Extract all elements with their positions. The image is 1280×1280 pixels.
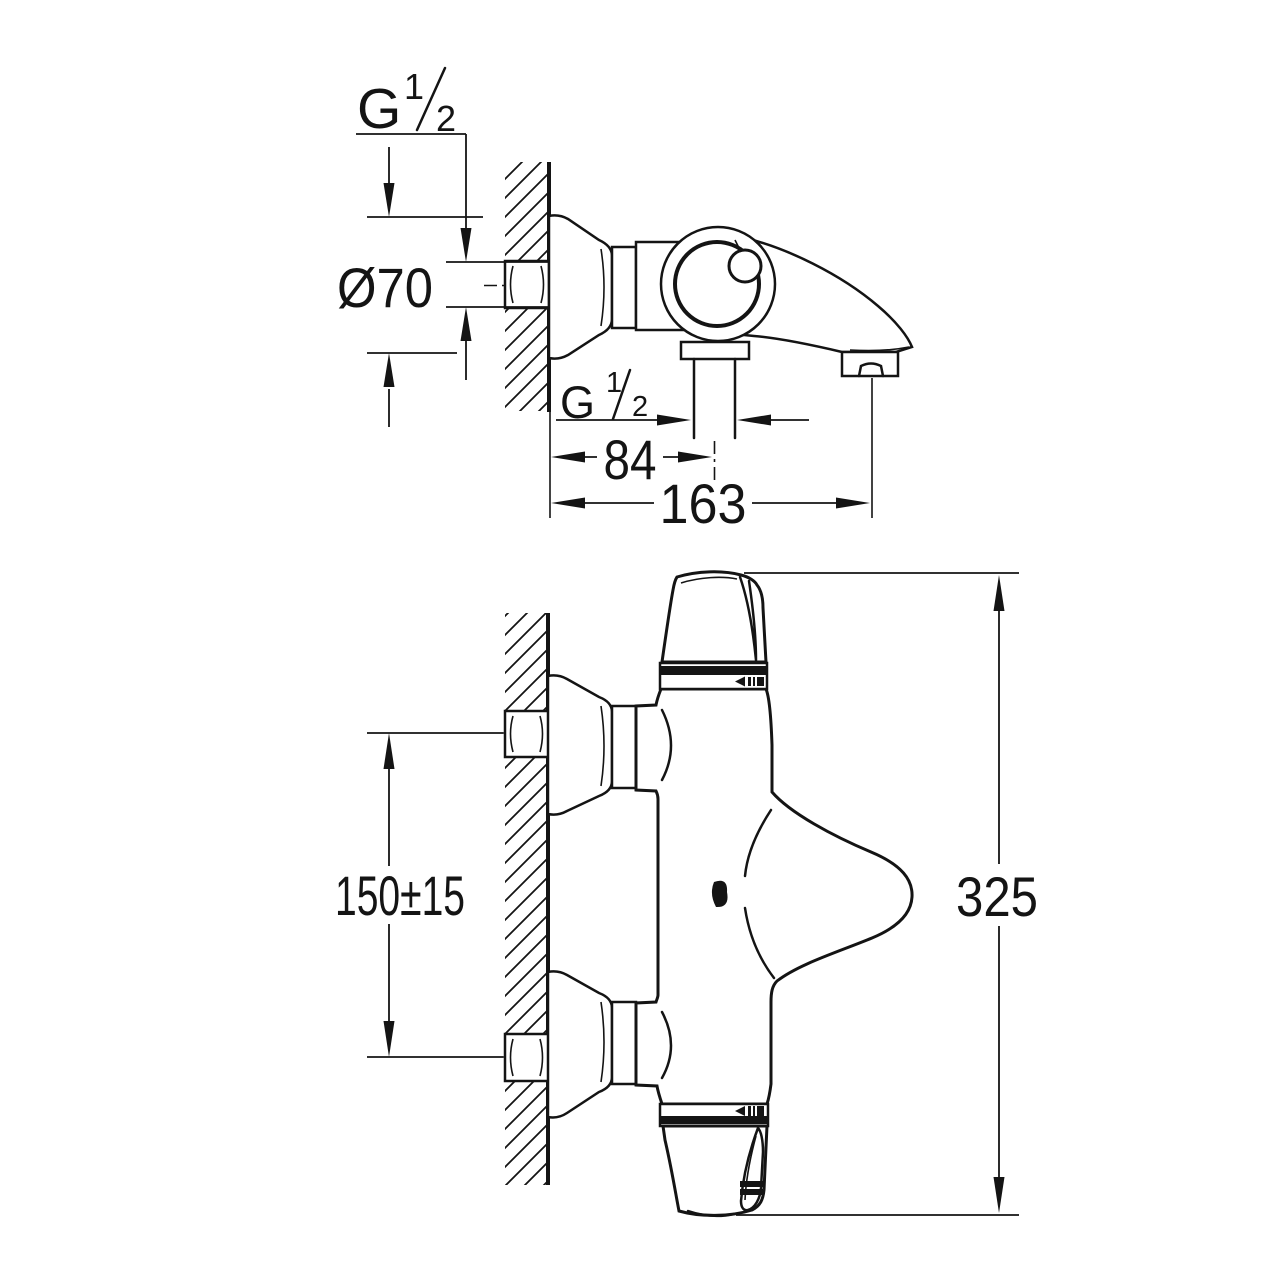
- scale-marks: [735, 676, 764, 687]
- wall-hatch: [505, 613, 548, 1185]
- dim84-label: 84: [604, 428, 657, 491]
- grip-bar: [740, 1181, 764, 1187]
- knob-button: [727, 248, 763, 284]
- thread-top-num: 1: [404, 66, 424, 107]
- hex-nut-bevel: [509, 715, 544, 753]
- extension-lines: [736, 572, 1019, 1216]
- thread-bottom-num: 1: [606, 367, 622, 399]
- knob-bottom-lip: [686, 1209, 736, 1218]
- mounting-ring: [610, 704, 638, 790]
- arrowhead: [551, 451, 585, 463]
- upper-view: G 1 2 Ø70 G 1 2: [337, 66, 914, 535]
- escutcheon: [546, 970, 614, 1119]
- dim325-label: 325: [956, 865, 1038, 928]
- temperature-knob: [660, 570, 768, 664]
- boss-shading-lower: [743, 906, 776, 980]
- union-dome-line: [660, 708, 673, 782]
- outlet-pipe: [692, 357, 737, 440]
- arrowhead: [737, 414, 771, 426]
- arrowhead: [657, 414, 691, 426]
- hex-nut-bevel: [509, 265, 545, 304]
- spout-outlet: [840, 350, 900, 378]
- escutcheon: [546, 674, 614, 816]
- thread-extension-lines: [446, 261, 549, 308]
- arrowhead: [460, 307, 472, 341]
- knob-top-seam: [680, 576, 738, 584]
- thread-bottom-den: 2: [632, 391, 648, 423]
- scale-marks: [735, 1106, 764, 1116]
- grip-bar: [740, 1189, 763, 1195]
- spout-lip-line: [849, 346, 910, 352]
- dimension-thread-bottom: G 1 2: [556, 367, 809, 428]
- mounting-ring: [610, 245, 638, 330]
- thread-top-den: 2: [436, 98, 456, 139]
- escutcheon-shading: [600, 705, 605, 787]
- arrowhead: [678, 451, 712, 463]
- arrowhead: [383, 733, 395, 769]
- arrowhead: [551, 497, 585, 509]
- dimension-overall-height: 325: [736, 572, 1038, 1216]
- thread-top-g: G: [357, 77, 401, 141]
- escutcheon-shading: [600, 248, 605, 327]
- dimension-thread-top: G 1 2: [356, 66, 549, 380]
- arrowhead: [383, 1021, 395, 1057]
- dimension-outlet-offset: 84: [551, 428, 712, 491]
- collar-band: [661, 666, 766, 675]
- arrowhead: [383, 353, 395, 387]
- arrowhead: [993, 1177, 1005, 1213]
- boss-shading-upper: [743, 808, 773, 878]
- arrowhead: [993, 575, 1005, 611]
- fraction-slash: [611, 368, 632, 421]
- extension-lines: [367, 216, 483, 354]
- union-dome-line: [660, 1010, 673, 1080]
- arrowhead: [460, 228, 472, 262]
- knob-button-line: [734, 239, 742, 253]
- outlet-collar: [679, 340, 751, 361]
- dia70-label: Ø70: [337, 256, 433, 319]
- fraction-slash: [415, 66, 447, 132]
- escutcheon-shading: [600, 1001, 605, 1083]
- aerator: [857, 362, 885, 378]
- dim163-label: 163: [660, 472, 747, 535]
- brand-logo-mark: [711, 880, 728, 908]
- lower-view: 150±15 325: [335, 570, 1038, 1218]
- knob-facet-lines: [738, 575, 758, 662]
- mounting-ring: [610, 1000, 638, 1086]
- arrowhead: [383, 183, 395, 217]
- hex-nut: [503, 259, 551, 310]
- extension-lines: [367, 732, 503, 1058]
- collar-band: [661, 1116, 767, 1124]
- arrowhead: [836, 497, 870, 509]
- dimension-inlet-spacing: 150±15: [335, 733, 465, 1057]
- dimension-escutcheon-diameter: Ø70: [337, 147, 483, 427]
- thermostat-body: [634, 687, 914, 1106]
- hex-nut-bevel: [509, 1038, 544, 1077]
- escutcheon: [547, 214, 614, 360]
- dimension-spout-reach: 163: [551, 378, 873, 535]
- dim150-label: 150±15: [335, 864, 465, 927]
